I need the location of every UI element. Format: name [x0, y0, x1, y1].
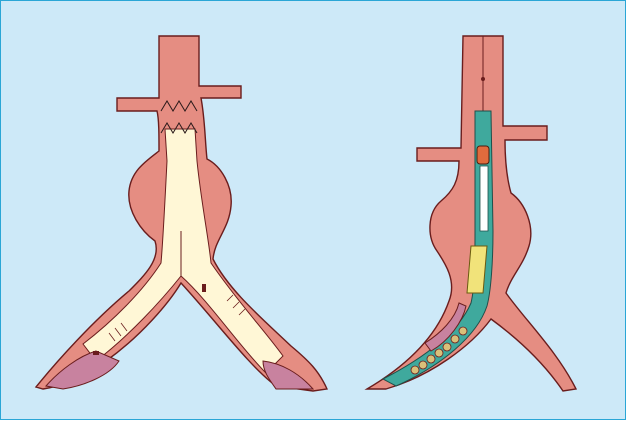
left-stent-graft — [83, 129, 283, 373]
right-nose-cap — [477, 146, 489, 164]
right-inner-catheter — [480, 166, 488, 231]
right-aorta-wall — [367, 36, 576, 391]
left-marker-band-1 — [202, 284, 206, 292]
right-guidewire-tip — [481, 77, 485, 81]
right-balloon — [467, 246, 487, 293]
left-marker-band-2 — [93, 351, 99, 355]
left-diagram — [36, 36, 327, 391]
right-diagram — [367, 36, 576, 391]
